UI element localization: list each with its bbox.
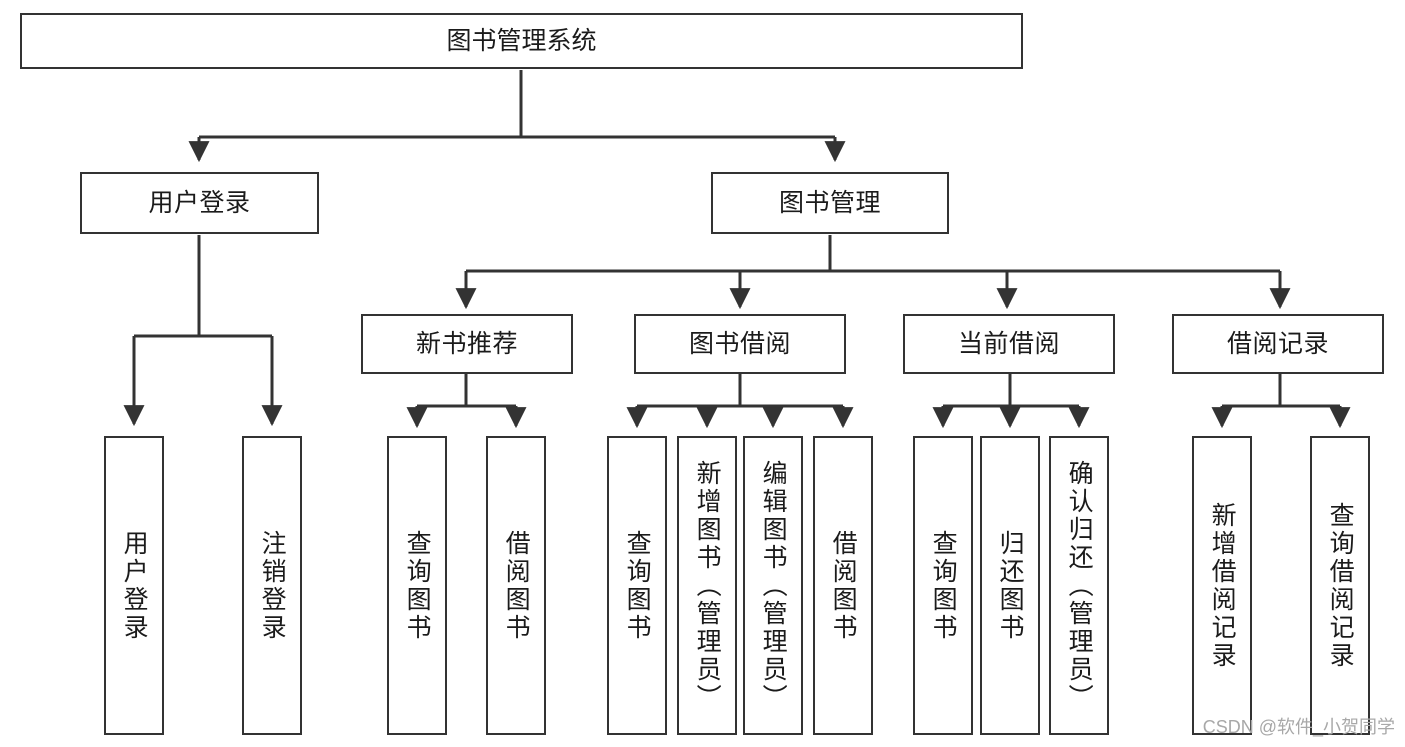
leaf-label: 编辑图书（管理员） (759, 459, 788, 712)
leaf-label: 查询图书 (403, 529, 432, 642)
leaf-label: 归还图书 (996, 529, 1025, 642)
node-new-book-recommend[interactable]: 新书推荐 (361, 314, 573, 374)
node-root-system[interactable]: 图书管理系统 (20, 13, 1023, 69)
leaf-label: 确认归还（管理员） (1065, 459, 1094, 712)
leaf-user-login-logout[interactable]: 注销登录 (242, 436, 302, 735)
node-borrow-record[interactable]: 借阅记录 (1172, 314, 1384, 374)
leaf-record-add-record[interactable]: 新增借阅记录 (1192, 436, 1252, 735)
leaf-record-query-record[interactable]: 查询借阅记录 (1310, 436, 1370, 735)
node-current-borrow[interactable]: 当前借阅 (903, 314, 1115, 374)
node-user-login[interactable]: 用户登录 (80, 172, 319, 234)
leaf-label: 借阅图书 (829, 529, 858, 642)
leaf-borrow-add-book-admin[interactable]: 新增图书（管理员） (677, 436, 737, 735)
leaf-label: 查询图书 (623, 529, 652, 642)
leaf-new-book-borrow[interactable]: 借阅图书 (486, 436, 546, 735)
leaf-borrow-edit-book-admin[interactable]: 编辑图书（管理员） (743, 436, 803, 735)
leaf-label: 借阅图书 (502, 529, 531, 642)
leaf-label: 用户登录 (120, 529, 149, 642)
leaf-new-book-query[interactable]: 查询图书 (387, 436, 447, 735)
leaf-label: 新增图书（管理员） (693, 459, 722, 712)
leaf-user-login-login[interactable]: 用户登录 (104, 436, 164, 735)
leaf-current-return-book[interactable]: 归还图书 (980, 436, 1040, 735)
node-book-borrow[interactable]: 图书借阅 (634, 314, 846, 374)
leaf-borrow-borrow-book[interactable]: 借阅图书 (813, 436, 873, 735)
leaf-label: 查询图书 (929, 529, 958, 642)
leaf-current-confirm-return-admin[interactable]: 确认归还（管理员） (1049, 436, 1109, 735)
leaf-borrow-query-book[interactable]: 查询图书 (607, 436, 667, 735)
node-book-management[interactable]: 图书管理 (711, 172, 949, 234)
leaf-label: 查询借阅记录 (1326, 501, 1355, 670)
watermark: CSDN @软件_小贺同学 (1202, 717, 1395, 737)
leaf-label: 新增借阅记录 (1208, 501, 1237, 670)
leaf-label: 注销登录 (258, 529, 287, 642)
leaf-current-query-book[interactable]: 查询图书 (913, 436, 973, 735)
